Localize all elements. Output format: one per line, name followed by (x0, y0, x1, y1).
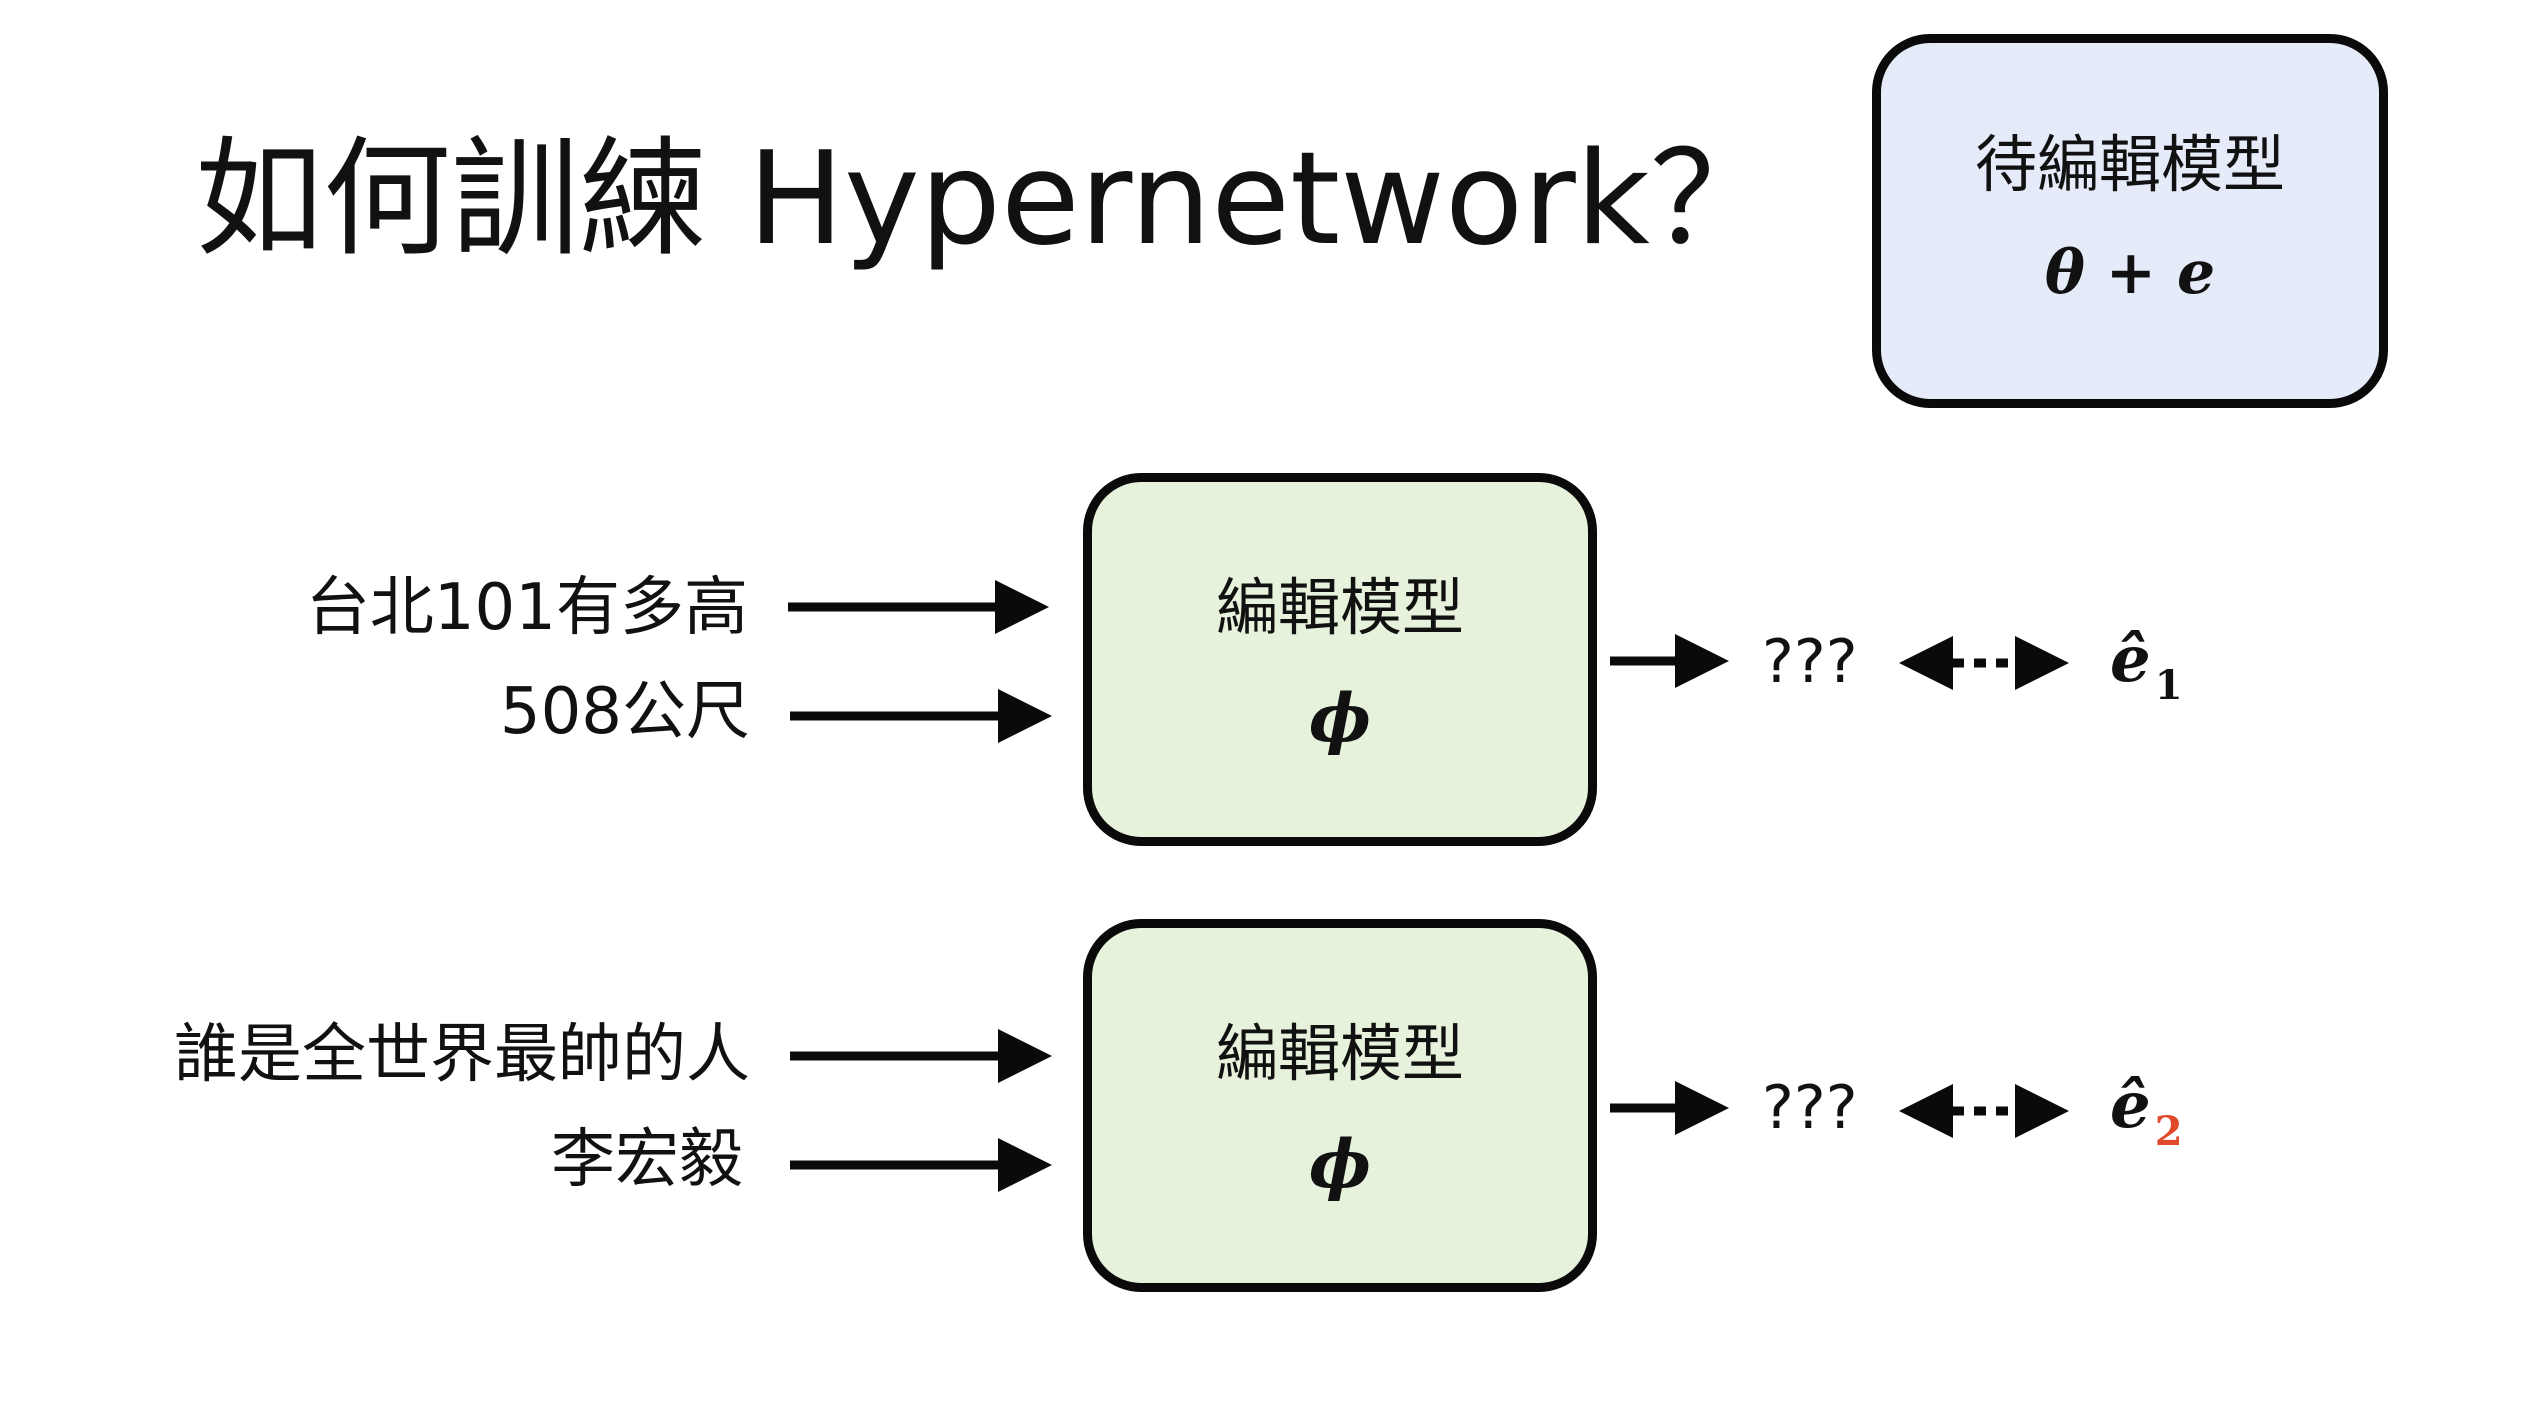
input-question-2: 誰是全世界最帥的人 (174, 1018, 750, 1092)
editor-model-symbol-1: ϕ (1308, 679, 1372, 757)
output-unknown-2: ??? (1762, 1073, 1858, 1143)
editor-model-label-2: 編輯模型 (1215, 1017, 1464, 1090)
editor-model-label-1: 編輯模型 (1215, 571, 1464, 644)
target-model-formula: θ + e (2044, 238, 2216, 308)
input-answer-2: 李宏毅 (551, 1123, 743, 1197)
target-model-box: 待編輯模型 θ + e (1872, 34, 2388, 408)
target-model-label: 待編輯模型 (1974, 128, 2285, 201)
output-unknown-1: ??? (1762, 627, 1858, 697)
editor-model-symbol-2: ϕ (1308, 1125, 1372, 1203)
target-edit-subscript-2: 2 (2154, 1108, 2183, 1155)
input-answer-1: 508公尺 (499, 675, 750, 749)
editor-model-box-2: 編輯模型 ϕ (1083, 919, 1597, 1292)
target-edit-symbol-1: ê (2110, 622, 2151, 697)
target-edit-subscript-1: 1 (2154, 662, 2183, 709)
editor-model-box-1: 編輯模型 ϕ (1083, 473, 1597, 846)
slide-title: 如何訓練 Hypernetwork？ (195, 125, 1778, 274)
target-edit-symbol-2: ê (2110, 1068, 2151, 1143)
input-question-1: 台北101有多高 (305, 571, 748, 645)
